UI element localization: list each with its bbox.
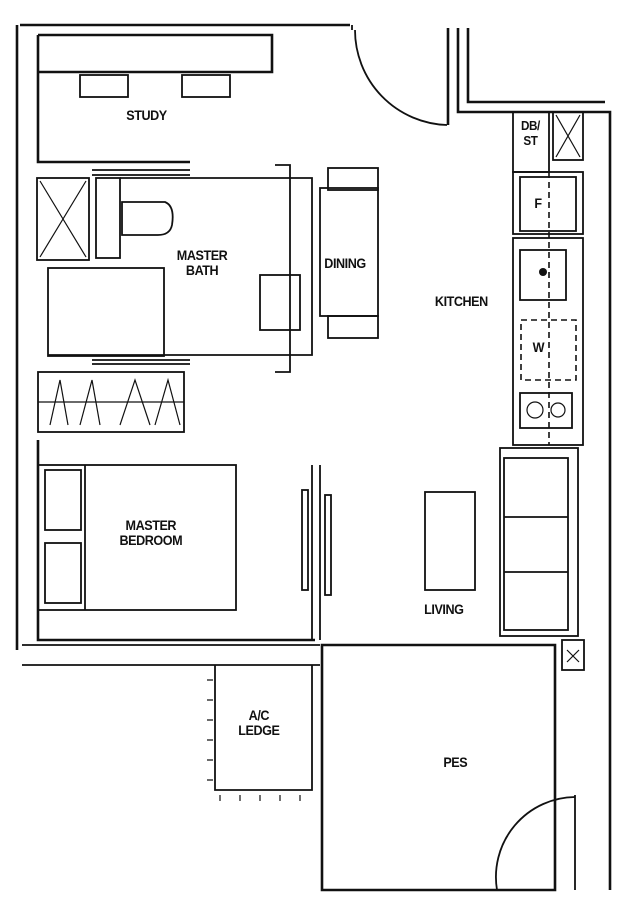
toilet <box>121 201 174 236</box>
room-label-pes: PES <box>443 754 468 770</box>
room-label-db-st: DB/ ST <box>521 118 540 148</box>
basin <box>259 274 301 331</box>
master-bedroom-line1: MASTER <box>125 517 177 533</box>
room-label-ac-ledge: A/C LEDGE <box>238 707 280 738</box>
master-bath-line2: BATH <box>185 262 219 278</box>
room-label-living: LIVING <box>424 601 464 617</box>
dining-table <box>319 187 379 317</box>
study-chair <box>79 74 129 98</box>
ac-ledge-line1: A/C <box>248 707 270 723</box>
room-label-dining: DINING <box>324 255 366 271</box>
washer <box>520 319 577 381</box>
study-desk <box>38 33 274 74</box>
fridge <box>519 176 577 232</box>
right-wall <box>446 28 612 890</box>
ac-ledge <box>214 665 313 791</box>
room-label-kitchen: KITCHEN <box>434 293 488 309</box>
room-label-master-bath: MASTER BATH <box>177 248 228 278</box>
db-st-line2: ST <box>523 133 538 148</box>
sink <box>519 249 567 301</box>
master-bath-line1: MASTER <box>176 247 228 263</box>
ac-ledge-line2: LEDGE <box>238 722 280 738</box>
fridge-label: F <box>534 195 542 211</box>
hob <box>519 392 573 429</box>
sofa <box>499 447 579 637</box>
master-bedroom-line2: BEDROOM <box>119 532 183 548</box>
vanity <box>47 267 165 357</box>
washer-label: W <box>532 339 545 355</box>
study-chair <box>181 74 231 98</box>
study-door-swing <box>351 25 448 126</box>
room-label-study: STUDY <box>126 107 167 123</box>
room-label-master-bedroom: MASTER BEDROOM <box>119 518 182 548</box>
db-st-line1: DB/ <box>521 118 540 133</box>
coffee-table <box>424 491 476 591</box>
pes-door-swing <box>495 796 576 891</box>
shower <box>36 177 90 261</box>
